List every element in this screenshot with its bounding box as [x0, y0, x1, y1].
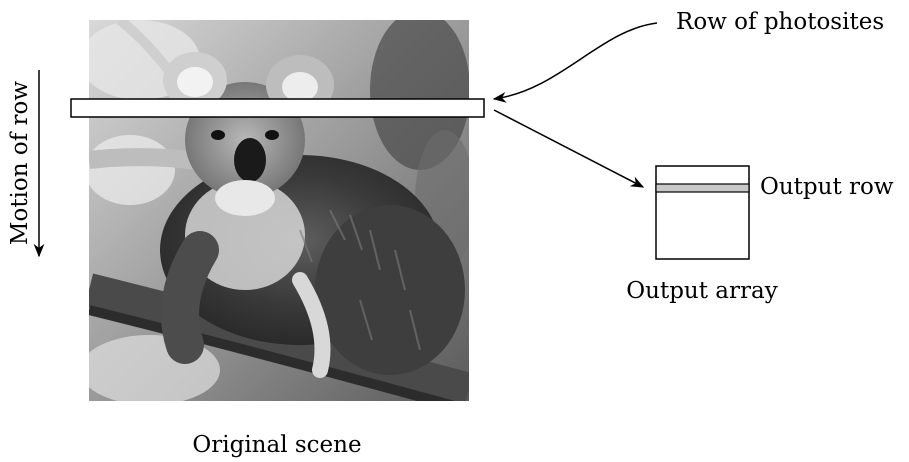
original-scene-label: Original scene	[192, 432, 361, 458]
photosite-pointer-arrow	[492, 22, 658, 103]
output-row-band	[655, 183, 750, 193]
photosite-row-bar	[70, 98, 485, 118]
output-row-label: Output row	[760, 174, 894, 200]
output-pointer-arrow	[493, 109, 645, 188]
output-array-box	[655, 165, 750, 260]
koala-photo	[89, 20, 469, 401]
output-array-label: Output array	[626, 278, 777, 304]
row-of-photosites-label: Row of photosites	[676, 9, 884, 35]
motion-of-row-label: Motion of row	[7, 81, 33, 245]
